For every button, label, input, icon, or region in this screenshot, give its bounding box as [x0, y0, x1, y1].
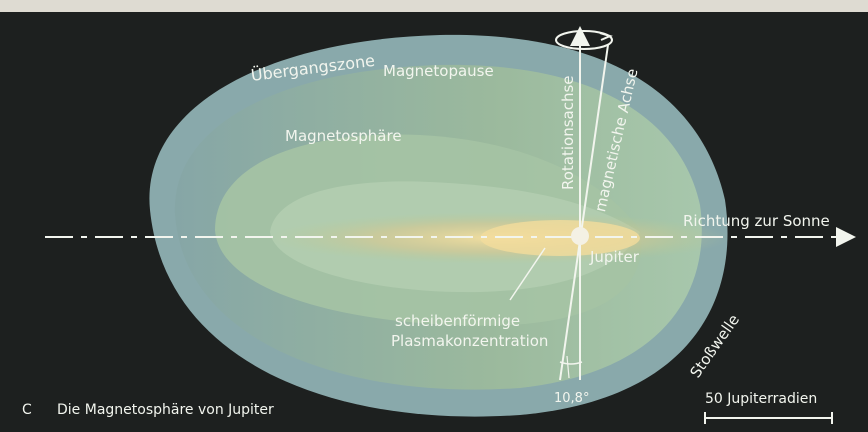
sun-direction-label: Richtung zur Sonne — [683, 214, 830, 229]
tilt-angle-label: 10,8° — [554, 392, 589, 405]
figure-caption: Die Magnetosphäre von Jupiter — [57, 403, 274, 417]
magnetosphere-label: Magnetosphäre — [285, 129, 402, 144]
rotation-axis-label: Rotationsachse — [561, 75, 576, 190]
scale-label: 50 Jupiterradien — [705, 392, 817, 406]
jupiter-label: Jupiter — [590, 250, 639, 265]
magnetopause-label: Magnetopause — [383, 64, 494, 79]
jupiter-planet — [571, 227, 589, 245]
rotation-arrow — [600, 33, 610, 40]
plasma-label-line2: Plasmakonzentration — [391, 334, 548, 349]
plasma-label-line1: scheibenförmige — [395, 314, 520, 329]
caption-letter: C — [22, 403, 32, 417]
